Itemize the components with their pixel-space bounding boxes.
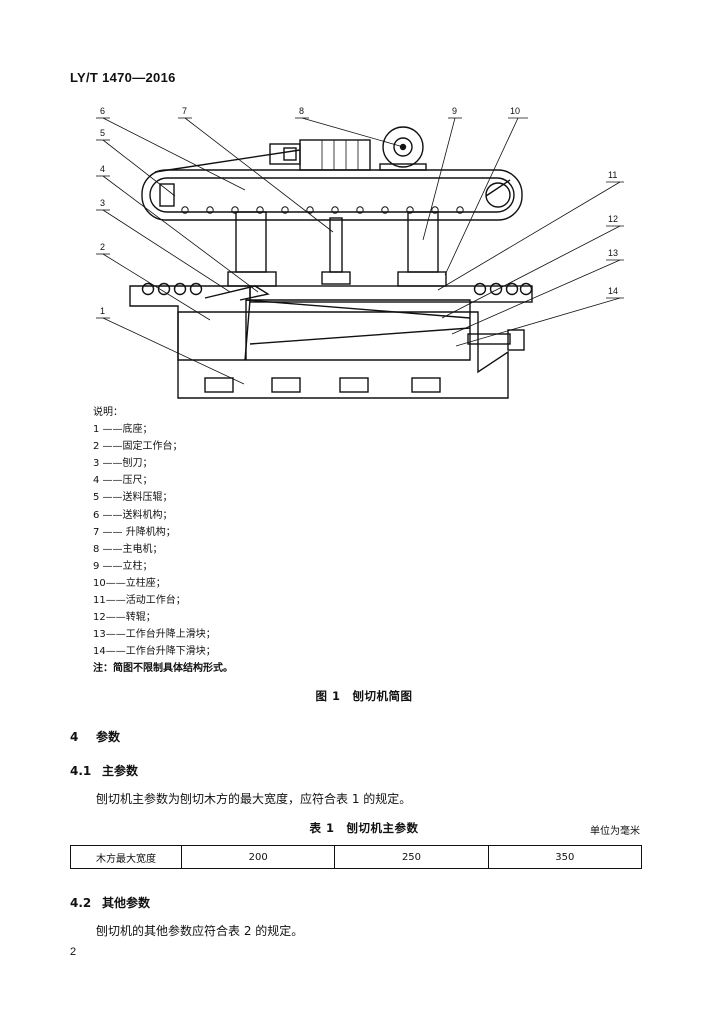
base-slot bbox=[204, 377, 234, 393]
paragraph: 刨切机的其他参数应符合表 2 的规定。 bbox=[96, 924, 304, 938]
table-caption: 表 1 刨切机主参数 bbox=[309, 821, 419, 835]
legend-title: 说明： bbox=[93, 407, 123, 418]
callout-10: 10 bbox=[510, 106, 520, 116]
section-title: 参数 bbox=[96, 730, 121, 744]
figure-legend: 说明： 1 ——底座； 2 ——固定工作台； 3 ——刨刀； 4 ——压尺； 5… bbox=[93, 404, 233, 678]
legend-item: 9 ——立柱； bbox=[93, 560, 153, 572]
callout-6: 6 bbox=[100, 106, 105, 116]
subsection-title: 主参数 bbox=[102, 764, 139, 778]
base-slot bbox=[271, 377, 301, 393]
roller bbox=[141, 282, 155, 296]
moving-worktable bbox=[249, 285, 533, 303]
params-table: 木方最大宽度 200 250 350 bbox=[70, 845, 643, 869]
roller bbox=[519, 282, 533, 296]
page-number: 2 bbox=[70, 946, 77, 958]
subsection-title: 其他参数 bbox=[102, 896, 151, 910]
legend-item: 12——转辊； bbox=[93, 612, 156, 624]
table-unit: 单位为毫米 bbox=[590, 826, 640, 837]
legend-item: 10——立柱座； bbox=[93, 577, 166, 589]
callout-11: 11 bbox=[608, 170, 617, 180]
legend-item: 11——活动工作台； bbox=[93, 595, 186, 607]
subsection-number: 4.2 bbox=[70, 896, 92, 910]
callout-8: 8 bbox=[299, 106, 304, 116]
callout-5: 5 bbox=[100, 128, 105, 138]
roller bbox=[489, 282, 503, 296]
column bbox=[235, 211, 267, 273]
subsection-heading: 4.1 主参数 bbox=[70, 762, 138, 779]
planer-blade bbox=[204, 285, 270, 301]
callout-2: 2 bbox=[100, 242, 105, 252]
legend-item: 14——工作台升降下滑块； bbox=[93, 646, 216, 658]
lower-slider bbox=[249, 327, 471, 345]
callout-9: 9 bbox=[452, 106, 457, 116]
roller bbox=[505, 282, 519, 296]
lift-mechanism-base bbox=[321, 271, 351, 285]
standard-code: LY/T 1470—2016 bbox=[70, 70, 176, 85]
machine-diagram: 1 2 3 4 5 6 7 8 9 10 11 12 13 14 bbox=[96, 106, 624, 399]
callout-12: 12 bbox=[608, 214, 618, 224]
subsection-heading: 4.2 其他参数 bbox=[70, 894, 150, 911]
column bbox=[407, 211, 439, 273]
figure-note: 注：简图不限制具体结构形式。 bbox=[93, 663, 233, 675]
callout-1: 1 bbox=[100, 306, 105, 316]
roller bbox=[473, 282, 487, 296]
legend-item: 6 ——送料机构； bbox=[93, 509, 173, 521]
paragraph: 刨切机主参数为刨切木方的最大宽度，应符合表 1 的规定。 bbox=[96, 792, 412, 806]
legend-item: 4 ——压尺； bbox=[93, 475, 153, 487]
legend-item: 5 ——送料压辊； bbox=[93, 492, 173, 504]
base-slot bbox=[339, 377, 369, 393]
legend-item: 8 ——主电机； bbox=[93, 543, 163, 555]
callout-3: 3 bbox=[100, 198, 105, 208]
main-motor bbox=[299, 139, 371, 171]
motor-box bbox=[283, 147, 297, 161]
callout-7: 7 bbox=[182, 106, 187, 116]
table-cell: 200 bbox=[180, 845, 336, 869]
roller bbox=[157, 282, 171, 296]
callout-13: 13 bbox=[608, 248, 618, 258]
table-cell: 250 bbox=[334, 845, 489, 869]
section-heading: 4 参数 bbox=[70, 728, 120, 745]
section-number: 4 bbox=[70, 730, 79, 744]
upper-slider bbox=[245, 299, 471, 319]
roller bbox=[173, 282, 187, 296]
legend-item: 1 ——底座； bbox=[93, 424, 153, 436]
table-row-label: 木方最大宽度 bbox=[70, 845, 182, 869]
fixed-worktable bbox=[129, 285, 251, 361]
roller bbox=[189, 282, 203, 296]
base-outline bbox=[177, 311, 509, 399]
legend-item: 13——工作台升降上滑块； bbox=[93, 629, 216, 641]
table-row: 木方最大宽度 200 250 350 bbox=[70, 845, 643, 869]
figure-caption: 图 1 刨切机简图 bbox=[315, 689, 413, 703]
callout-14: 14 bbox=[608, 286, 618, 296]
subsection-number: 4.1 bbox=[70, 764, 92, 778]
lift-mechanism bbox=[329, 217, 343, 273]
base-slot bbox=[411, 377, 441, 393]
column-base bbox=[227, 271, 277, 287]
legend-item: 7 —— 升降机构； bbox=[93, 526, 176, 538]
legend-item: 3 ——刨刀； bbox=[93, 458, 153, 470]
column-base bbox=[397, 271, 447, 287]
legend-item: 2 ——固定工作台； bbox=[93, 441, 183, 453]
table-cell: 350 bbox=[487, 845, 643, 869]
motor-pulley bbox=[382, 126, 424, 168]
callout-4: 4 bbox=[100, 164, 105, 174]
